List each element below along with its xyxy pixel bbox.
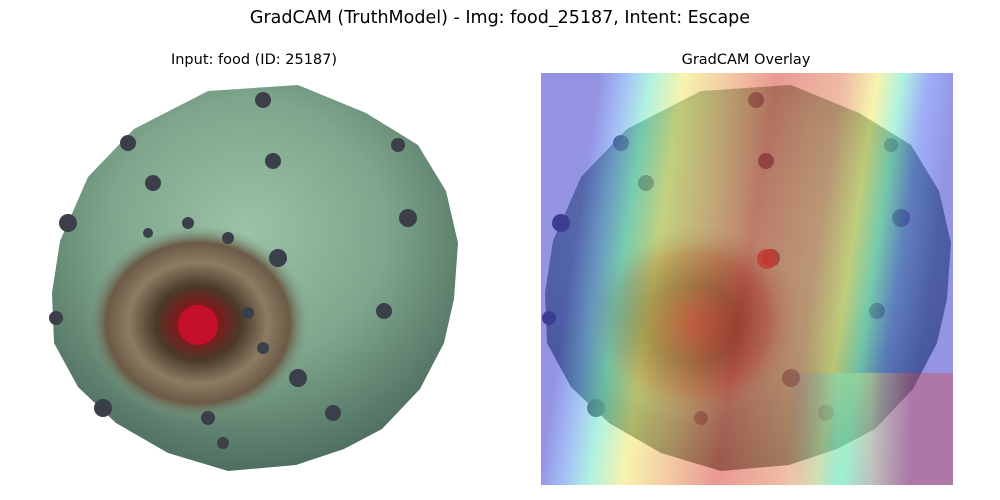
fruit-spines bbox=[49, 92, 417, 449]
overlay-canvas bbox=[541, 73, 953, 485]
heatmap-bottom-right bbox=[541, 373, 953, 485]
input-panel-title: Input: food (ID: 25187) bbox=[170, 52, 338, 68]
fruit-red-center bbox=[178, 305, 218, 345]
input-image bbox=[48, 73, 460, 485]
input-image-canvas bbox=[48, 73, 460, 485]
gradcam-overlay-image bbox=[541, 73, 953, 485]
figure-title: GradCAM (TruthModel) - Img: food_25187, … bbox=[249, 8, 751, 28]
overlay-panel-title: GradCAM Overlay bbox=[681, 52, 811, 68]
